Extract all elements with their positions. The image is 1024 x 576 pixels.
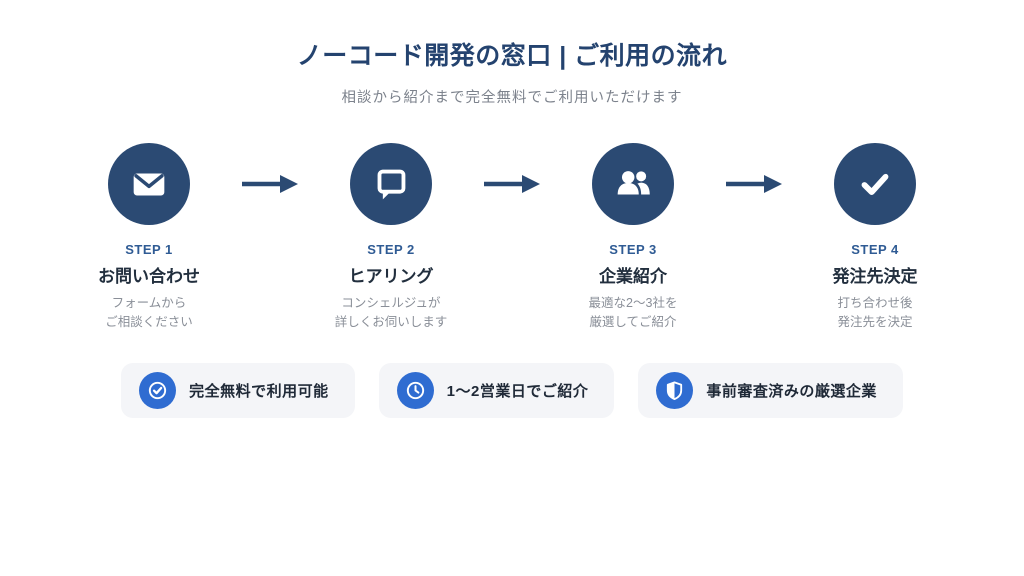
page-title: ノーコード開発の窓口 | ご利用の流れ bbox=[296, 42, 728, 70]
check-icon bbox=[834, 143, 916, 225]
step-item-4: STEP 4 発注先決定 打ち合わせ後 発注先を決定 bbox=[791, 143, 959, 333]
step-item-1: STEP 1 お問い合わせ フォームから ご相談ください bbox=[65, 143, 233, 333]
step-description: フォームから ご相談ください bbox=[105, 296, 193, 330]
step-description: コンシェルジュが 詳しくお伺いします bbox=[334, 296, 448, 330]
step-label: STEP 4 bbox=[851, 242, 899, 257]
step-label: STEP 2 bbox=[367, 242, 415, 257]
steps-row: STEP 1 お問い合わせ フォームから ご相談ください STEP 2 ヒアリ bbox=[0, 143, 1024, 333]
step-item-3: STEP 3 企業紹介 最適な2〜3社を 厳選してご紹介 bbox=[549, 143, 717, 333]
step-title: 発注先決定 bbox=[832, 267, 918, 286]
users-icon bbox=[592, 143, 674, 225]
arrow-right-icon bbox=[717, 174, 791, 194]
page-subtitle: 相談から紹介まで完全無料でご利用いただけます bbox=[341, 90, 683, 106]
speech-bubble-icon bbox=[350, 143, 432, 225]
step-title: ヒアリング bbox=[348, 267, 434, 286]
step-title: 企業紹介 bbox=[599, 267, 667, 286]
envelope-icon bbox=[108, 143, 190, 225]
flow-section: ノーコード開発の窓口 | ご利用の流れ 相談から紹介まで完全無料でご利用いただけ… bbox=[0, 42, 1024, 418]
badge-label: 完全無料で利用可能 bbox=[189, 382, 329, 400]
badges-row: 完全無料で利用可能 1〜2営業日でご紹介 事前審査済みの厳選企業 bbox=[0, 362, 1024, 418]
badge-label: 1〜2営業日でご紹介 bbox=[446, 382, 589, 400]
step-title: お問い合わせ bbox=[98, 267, 200, 286]
feature-badge-speed: 1〜2営業日でご紹介 bbox=[378, 362, 615, 418]
step-description: 最適な2〜3社を 厳選してご紹介 bbox=[588, 296, 678, 330]
badge-label: 事前審査済みの厳選企業 bbox=[706, 382, 877, 400]
step-description: 打ち合わせ後 発注先を決定 bbox=[837, 296, 913, 330]
shield-icon bbox=[656, 371, 694, 409]
check-circle-icon bbox=[139, 371, 177, 409]
arrow-right-icon bbox=[233, 174, 307, 194]
feature-badge-screened: 事前審査済みの厳選企業 bbox=[638, 362, 903, 418]
clock-icon bbox=[396, 371, 434, 409]
arrow-right-icon bbox=[475, 174, 549, 194]
step-item-2: STEP 2 ヒアリング コンシェルジュが 詳しくお伺いします bbox=[307, 143, 475, 333]
step-label: STEP 1 bbox=[125, 242, 173, 257]
feature-badge-free: 完全無料で利用可能 bbox=[121, 362, 355, 418]
step-label: STEP 3 bbox=[609, 242, 657, 257]
